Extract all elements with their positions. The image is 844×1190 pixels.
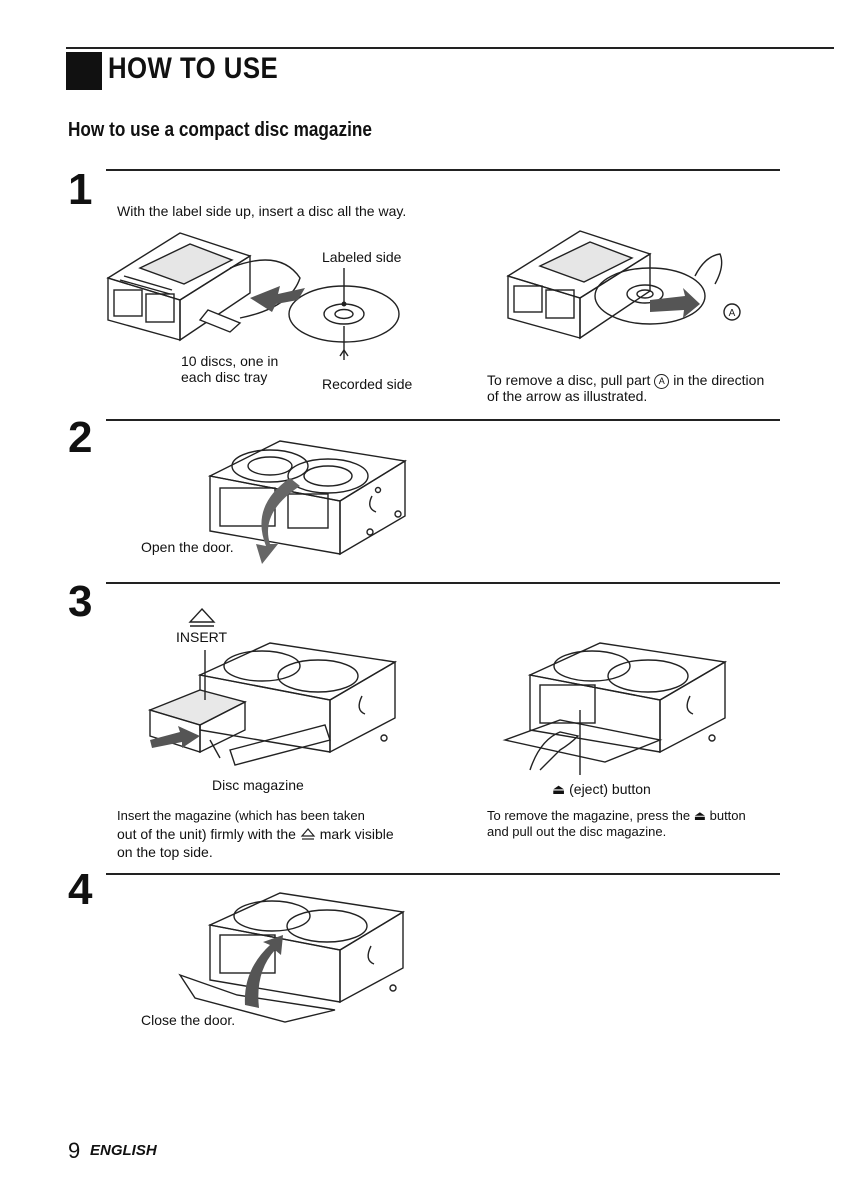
insert-magazine-text-line2: out of the unit) firmly with the mark vi… — [117, 826, 394, 843]
step-3-number: 3 — [68, 577, 93, 626]
insert-magazine-text-line2b: mark visible — [319, 826, 394, 842]
step-4-number: 4 — [68, 865, 93, 914]
eject-magazine-illustration — [502, 642, 728, 775]
insert-magazine-text-line3: on the top side. — [117, 844, 213, 860]
remove-magazine-text-line1b: button — [709, 808, 746, 823]
step-2-number: 2 — [68, 413, 93, 462]
close-door-caption: Close the door. — [141, 1012, 236, 1028]
callout-a-inline-icon: A — [654, 373, 670, 389]
step-4-rule — [106, 873, 780, 875]
insert-mark-icon — [300, 827, 316, 843]
header-rule — [66, 47, 834, 49]
disc-magazine-label: Disc magazine — [212, 777, 304, 793]
open-door-illustration — [207, 440, 407, 564]
discs-count-label-line1: 10 discs, one in — [181, 353, 279, 369]
recorded-side-label: Recorded side — [322, 376, 413, 392]
remove-magazine-text-line1: To remove the magazine, press the ⏏ butt… — [487, 808, 746, 824]
eject-button-label: ⏏ (eject) button — [552, 781, 651, 797]
open-door-caption: Open the door. — [141, 539, 234, 555]
eject-icon: ⏏ — [552, 781, 566, 797]
page-number: 9 — [68, 1138, 81, 1163]
remove-disc-text-b: in the direction — [673, 372, 765, 388]
remove-disc-text-line2: of the arrow as illustrated. — [487, 388, 648, 404]
language-label: ENGLISH — [90, 1142, 157, 1159]
remove-disc-text-line1: To remove a disc, pull part A in the dir… — [487, 372, 764, 389]
eject-button-label-text: (eject) button — [569, 781, 651, 797]
eject-inline-icon: ⏏ — [693, 808, 706, 823]
remove-magazine-text-line2: and pull out the disc magazine. — [487, 824, 667, 839]
insert-magazine-text-line1: Insert the magazine (which has been take… — [117, 808, 365, 823]
page-title: HOW TO USE — [108, 52, 279, 85]
step-1-instruction: With the label side up, insert a disc al… — [117, 203, 407, 219]
callout-a-marker: A — [729, 308, 736, 319]
insert-label: INSERT — [176, 629, 228, 645]
discs-count-label-line2: each disc tray — [181, 369, 268, 385]
labeled-side-label: Labeled side — [322, 249, 402, 265]
insert-disc-illustration — [106, 232, 400, 360]
section-title: How to use a compact disc magazine — [68, 119, 372, 141]
step-2-rule — [106, 419, 780, 421]
remove-disc-text-a: To remove a disc, pull part — [487, 372, 651, 388]
step-1-rule — [106, 169, 780, 171]
step-3-rule — [106, 582, 780, 584]
remove-magazine-text-line1a: To remove the magazine, press the — [487, 808, 691, 823]
insert-triangle-icon — [188, 607, 216, 627]
step-1-number: 1 — [68, 165, 93, 214]
title-marker — [66, 52, 102, 90]
insert-magazine-text-line2a: out of the unit) firmly with the — [117, 826, 296, 842]
close-door-illustration — [178, 892, 406, 1023]
insert-magazine-illustration — [147, 642, 398, 766]
remove-disc-illustration: A — [506, 230, 741, 340]
